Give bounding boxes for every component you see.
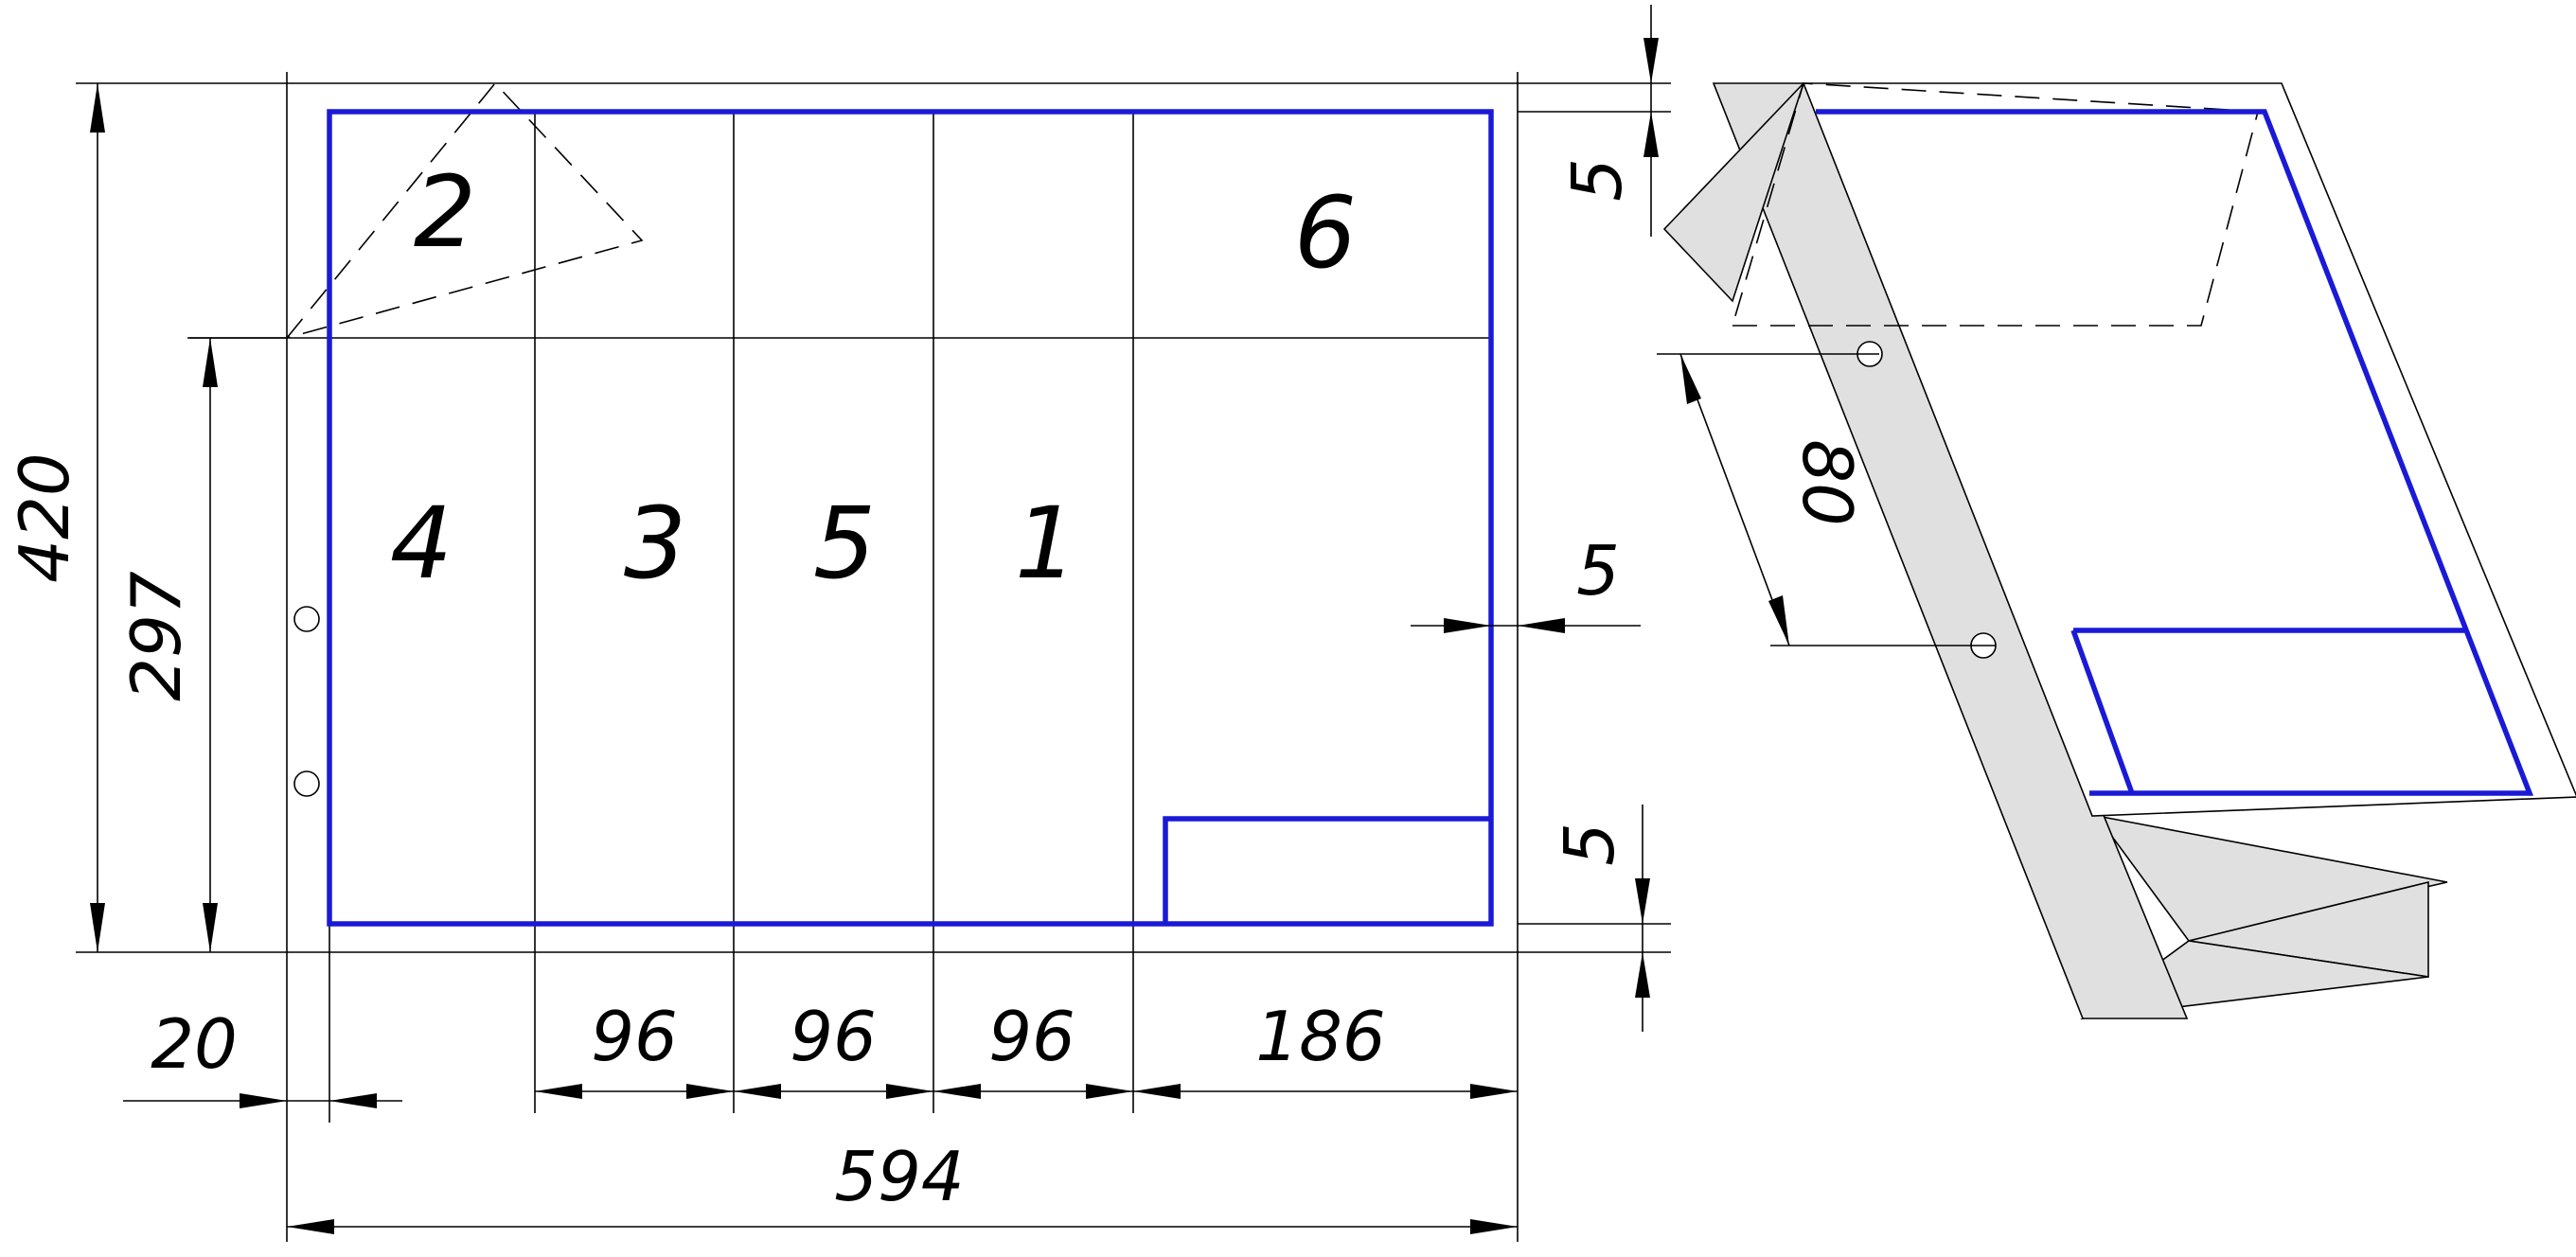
dim-sheet-height: 420 [5,83,105,952]
dim-label-bottom-5: 5 [1550,823,1629,866]
binding-hole-lower [293,770,320,797]
dim-top-margin: 5 [1557,5,1659,237]
drawing-frame [327,109,1494,927]
binding-strip [1712,82,2189,1019]
dim-label-80: 80 [1787,439,1867,526]
corner-flap [1662,82,1804,303]
corner-fold-dashed [286,81,644,339]
dim-left-margin: 20 [123,1004,402,1108]
dim-right-margin: 5 [1411,531,1641,633]
dim-label-col-1: 96 [591,997,678,1076]
dim-fold-height: 297 [116,337,287,952]
dim-label-20: 20 [151,1004,238,1084]
dim-label-col-2: 96 [790,997,877,1076]
title-block-left-iso [2070,629,2135,794]
panel-number-6: 6 [1294,175,1357,291]
folded-sheet-view: 80 [1657,82,2576,1020]
dim-label-420: 420 [5,452,84,582]
dim-label-594: 594 [834,1137,964,1216]
drawing-frame-iso [1816,109,2534,796]
flat-sheet-view: 4 3 5 1 6 2 420 297 5 [5,5,1671,1242]
corner-fold-number-2: 2 [414,154,476,270]
panel-number-4: 4 [390,486,453,601]
dim-label-top-5: 5 [1557,158,1637,202]
dim-bottom-margin: 5 [1550,805,1650,1032]
dim-label-right-5: 5 [1576,531,1620,611]
dim-sheet-width: 594 [287,1137,1518,1234]
title-block [1163,816,1491,924]
panel-number-5: 5 [813,486,876,601]
dim-label-col-4: 186 [1255,997,1385,1076]
binding-hole-upper [293,606,320,632]
dim-label-col-3: 96 [988,997,1075,1076]
panel-number-3: 3 [624,486,686,601]
dim-hole-distance: 80 [1657,353,1996,646]
panel-number-1: 1 [1015,486,1077,601]
dim-label-297: 297 [116,571,196,701]
dim-columns: 96 96 96 186 [535,997,1518,1099]
